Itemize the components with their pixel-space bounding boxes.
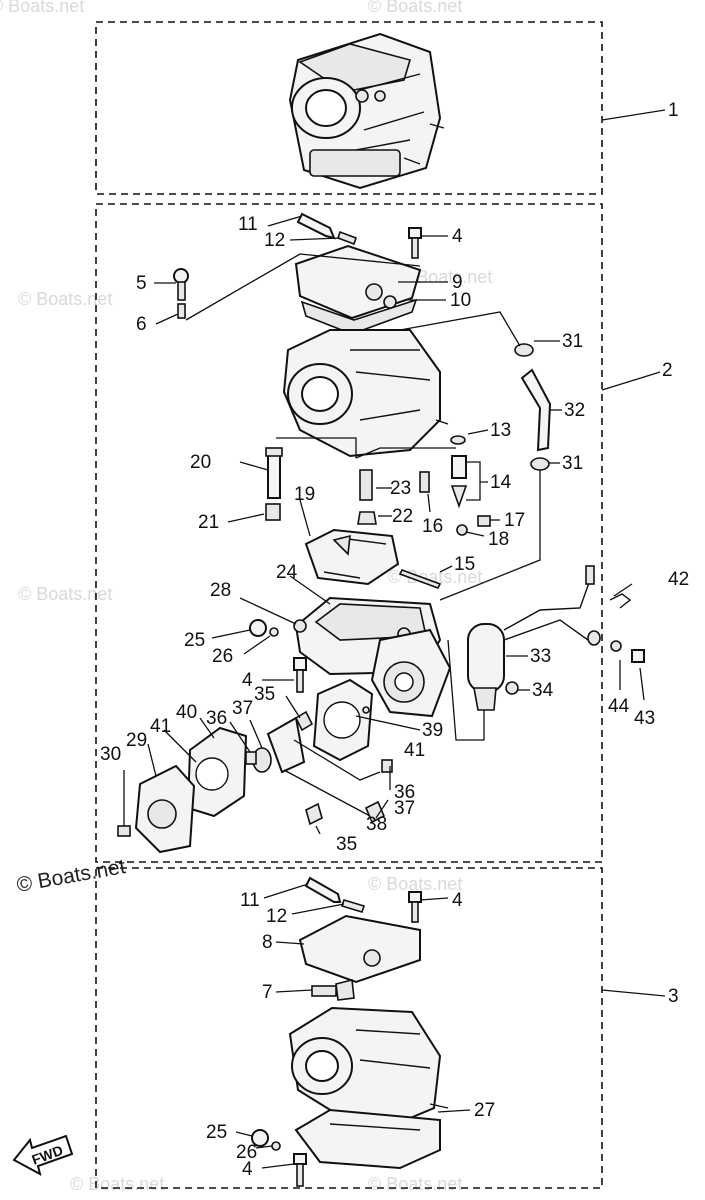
- callout-label: 9: [452, 272, 463, 293]
- callout-label: 25: [184, 630, 205, 651]
- callout-label: 4: [242, 1159, 253, 1180]
- callout-label: 41: [404, 740, 425, 761]
- carburetor-assembly-3: [251, 876, 449, 1187]
- callout-label: 6: [136, 314, 147, 335]
- part-labels: 1 2 3 11 12 4 5 6 9 10 31 32 13 14 31 20…: [100, 100, 689, 1180]
- forward-arrow-icon: FWD: [12, 1134, 74, 1176]
- callout-label: 18: [488, 529, 509, 550]
- carburetor-assembly-2: [117, 212, 645, 854]
- callout-label: 43: [634, 708, 655, 729]
- callout-label: 22: [392, 506, 413, 527]
- callout-label: 12: [264, 230, 285, 251]
- callout-label: 29: [126, 730, 147, 751]
- callout-label: 1: [668, 100, 679, 121]
- watermark-text: © Boats.net: [70, 1174, 164, 1194]
- callout-label: 37: [394, 798, 415, 819]
- callout-label: 36: [206, 708, 227, 729]
- callout-label: 27: [474, 1100, 495, 1121]
- callout-label: 7: [262, 982, 273, 1003]
- callout-label: 37: [232, 698, 253, 719]
- callout-label: 23: [390, 478, 411, 499]
- callout-label: 36: [394, 782, 415, 803]
- callout-label: 20: [190, 452, 211, 473]
- callout-label: 44: [608, 696, 630, 717]
- callout-label: 31: [562, 331, 583, 352]
- watermark-text: © Boats.net: [15, 855, 128, 897]
- callout-label: 26: [236, 1142, 257, 1163]
- watermark-text: © Boats.net: [18, 584, 112, 604]
- fwd-label: FWD: [30, 1142, 65, 1168]
- callout-label: 4: [452, 226, 463, 247]
- carburetor-assembly-1: [288, 32, 445, 190]
- callout-label: 21: [198, 512, 219, 533]
- callout-label: 35: [254, 684, 275, 705]
- watermark-text: © Boats.net: [388, 567, 482, 587]
- callout-label: 35: [336, 834, 357, 855]
- watermark-text: © Boats.net: [368, 1174, 462, 1194]
- callout-label: 11: [240, 890, 260, 911]
- callout-label: 10: [450, 290, 471, 311]
- callout-label: 31: [562, 453, 583, 474]
- callout-label: 24: [276, 562, 298, 583]
- callout-label: 5: [136, 273, 147, 294]
- callout-label: 17: [504, 510, 525, 531]
- callout-label: 33: [530, 646, 551, 667]
- watermark-text: © Boats.net: [18, 289, 112, 309]
- callout-label: 15: [454, 554, 475, 575]
- assembly-box-2: [95, 203, 603, 863]
- callout-label: 34: [532, 680, 554, 701]
- callout-label: 42: [668, 569, 689, 590]
- callout-label: 40: [176, 702, 197, 723]
- leader-lines: [123, 109, 666, 1169]
- callout-label: 30: [100, 744, 121, 765]
- watermark-text: © Boats.net: [0, 0, 84, 16]
- watermarks: © Boats.net © Boats.net © Boats.net © Bo…: [0, 0, 492, 1194]
- callout-label: 12: [266, 906, 287, 927]
- callout-label: 26: [212, 646, 233, 667]
- callout-label: 38: [366, 814, 387, 835]
- assembly-box-1: [95, 21, 603, 195]
- callout-label: 28: [210, 580, 231, 601]
- watermark-text: © Boats.net: [368, 0, 462, 16]
- callout-label: 32: [564, 400, 585, 421]
- callout-label: 19: [294, 484, 315, 505]
- callout-label: 3: [668, 986, 679, 1007]
- callout-label: 14: [490, 472, 512, 493]
- callout-label: 8: [262, 932, 273, 953]
- callout-label: 11: [238, 214, 258, 235]
- callout-label: 4: [242, 670, 253, 691]
- assembly-box-3: [95, 867, 603, 1189]
- callout-label: 2: [662, 360, 673, 381]
- callout-label: 25: [206, 1122, 227, 1143]
- callout-label: 41: [150, 716, 171, 737]
- callout-label: 16: [422, 516, 443, 537]
- watermark-text: © Boats.net: [368, 874, 462, 894]
- callout-label: 39: [422, 720, 443, 741]
- callout-label: 4: [452, 890, 463, 911]
- callout-label: 13: [490, 420, 511, 441]
